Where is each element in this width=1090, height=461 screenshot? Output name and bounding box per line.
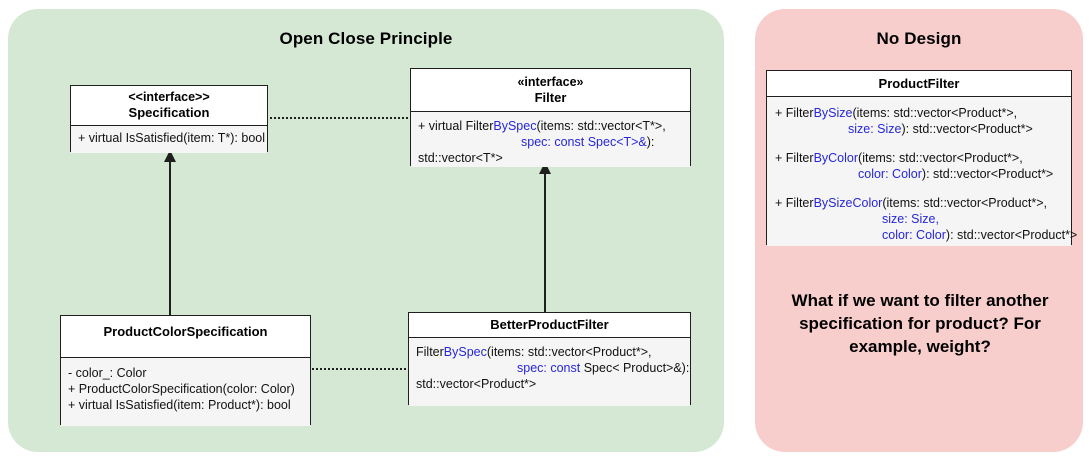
class-name-label: BetterProductFilter: [490, 317, 609, 332]
stereotype-label: «interface»: [517, 74, 584, 89]
uml-members-product-color-specification: - color_: Color + ProductColorSpecificat…: [61, 358, 310, 426]
member-text: ): std::vector<Product*>: [921, 167, 1054, 181]
uml-header-product-filter: ProductFilter: [767, 71, 1071, 97]
uml-class-product-color-specification[interactable]: ProductColorSpecification - color_: Colo…: [60, 315, 311, 426]
member-row: + virtual FilterBySpec(items: std::vecto…: [418, 118, 683, 134]
member-row: + virtual IsSatisfied(item: T*): bool: [78, 131, 265, 145]
member-row: FilterBySpec(items: std::vector<Product*…: [416, 344, 683, 360]
uml-members-product-filter: + FilterBySize(items: std::vector<Produc…: [767, 97, 1077, 246]
stereotype-label: <<interface>>: [128, 90, 210, 104]
member-keyword: spec: const Spec<T>&: [521, 135, 647, 149]
member-text: ): std::vector<Product*>: [945, 228, 1078, 242]
uml-header-specification: <<interface>> Specification: [71, 86, 267, 126]
uml-class-filter[interactable]: «interface» Filter + virtual FilterBySpe…: [410, 68, 691, 167]
member-row: color: Color): std::vector<Product*>: [775, 166, 1063, 182]
uml-members-filter: + virtual FilterBySpec(items: std::vecto…: [411, 112, 690, 167]
member-row: std::vector<T*>: [418, 151, 503, 165]
member-row: size: Size): std::vector<Product*>: [775, 121, 1063, 137]
uml-class-product-filter[interactable]: ProductFilter + FilterBySize(items: std:…: [766, 70, 1077, 246]
member-keyword: BySpec: [493, 119, 537, 133]
member-text: (items: std::vector<Product*>,: [486, 345, 652, 359]
member-row: + ProductColorSpecification(color: Color…: [68, 382, 295, 396]
member-keyword: BySpec: [443, 345, 487, 359]
realization-dotted-line-pcspec-bpf: [309, 368, 410, 370]
member-text: Spec< Product>&):: [580, 361, 690, 375]
member-text: ): std::vector<Product*>: [901, 122, 1033, 136]
member-text: + virtual Filter: [418, 119, 494, 133]
realization-dotted-line-specification-filter: [266, 117, 412, 119]
uml-class-better-product-filter[interactable]: BetterProductFilter FilterBySpec(items: …: [408, 312, 691, 406]
member-text: (items: std::vector<Product*>,: [858, 151, 1023, 165]
member-row: + FilterBySizeColor(items: std::vector<P…: [775, 195, 1063, 211]
uml-members-specification: + virtual IsSatisfied(item: T*): bool: [71, 126, 267, 153]
member-row: spec: const Spec< Product>&):: [416, 360, 689, 376]
member-row: std::vector<Product*>: [416, 377, 537, 391]
member-text: + Filter: [775, 106, 814, 120]
method-group: + FilterBySizeColor(items: std::vector<P…: [775, 195, 1077, 243]
uml-members-better-product-filter: FilterBySpec(items: std::vector<Product*…: [409, 338, 690, 406]
member-text: (items: std::vector<Product*>,: [882, 196, 1047, 210]
uml-class-specification[interactable]: <<interface>> Specification + virtual Is…: [70, 85, 268, 153]
member-row: + FilterByColor(items: std::vector<Produ…: [775, 150, 1063, 166]
uml-header-better-product-filter: BetterProductFilter: [409, 313, 690, 338]
inheritance-arrowhead-specification: [164, 150, 176, 162]
member-row: + virtual IsSatisfied(item: Product*): b…: [68, 398, 291, 412]
member-keyword: BySize: [813, 106, 853, 120]
uml-header-filter: «interface» Filter: [411, 69, 690, 112]
member-row: + FilterBySize(items: std::vector<Produc…: [775, 105, 1063, 121]
member-text: (items: std::vector<T*>,: [536, 119, 666, 133]
inheritance-line-pcspec-to-specification: [169, 160, 171, 316]
class-name-label: Specification: [128, 105, 210, 120]
panel-title-no-design: No Design: [876, 29, 962, 48]
member-text: + Filter: [775, 151, 814, 165]
member-keyword: BySizeColor: [813, 196, 883, 210]
member-text: ):: [646, 135, 655, 149]
class-name-label: Filter: [534, 89, 567, 105]
inheritance-line-bpf-to-filter: [544, 172, 546, 313]
member-row: color: Color): std::vector<Product*>: [775, 227, 1077, 243]
method-group: + FilterByColor(items: std::vector<Produ…: [775, 150, 1063, 182]
member-keyword: ByColor: [813, 151, 859, 165]
method-group: + FilterBySize(items: std::vector<Produc…: [775, 105, 1063, 137]
member-keyword: size: Size,: [882, 212, 939, 226]
class-name-label: ProductFilter: [878, 75, 960, 91]
member-keyword: size: Size: [848, 122, 902, 136]
member-keyword: color: Color: [882, 228, 946, 242]
member-keyword: color: Color: [858, 167, 922, 181]
member-row: size: Size,: [775, 211, 1063, 227]
panel-title-open-close-principle: Open Close Principle: [279, 29, 453, 48]
member-text: (items: std::vector<Product*>,: [852, 106, 1018, 120]
member-row: spec: const Spec<T>&):: [418, 134, 683, 150]
member-row: - color_: Color: [68, 366, 147, 380]
uml-header-product-color-specification: ProductColorSpecification: [61, 316, 310, 358]
member-text: + Filter: [775, 196, 814, 210]
no-design-question-text: What if we want to filter another specif…: [791, 291, 1049, 356]
class-name-label: ProductColorSpecification: [103, 324, 268, 339]
member-text: Filter: [416, 345, 444, 359]
member-keyword: spec: const: [517, 361, 581, 375]
